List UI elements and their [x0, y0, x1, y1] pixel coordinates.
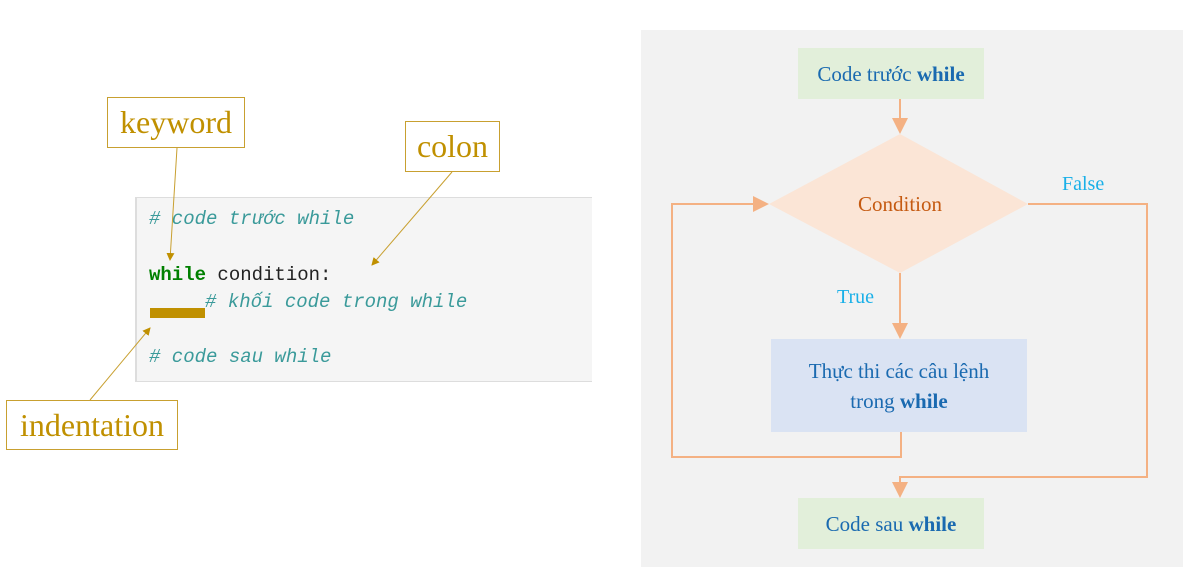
code-block: # code trước while while condition: # kh… — [135, 197, 592, 382]
condition-diamond — [769, 134, 1028, 273]
code-line-comment-after: # code sau while — [149, 346, 332, 368]
code-line-body-comment: # khối code trong while — [205, 291, 468, 313]
condition-label: Condition — [857, 192, 942, 216]
keyword-annotation: keyword — [107, 97, 245, 148]
colon-annotation: colon — [405, 121, 500, 172]
arrow-loop-back — [671, 196, 902, 458]
body-line-1: Thực thi các câu lệnh — [808, 358, 990, 383]
annotation-arrows — [89, 147, 453, 401]
indentation-annotation: indentation — [6, 400, 178, 450]
end-keyword: while — [908, 511, 957, 536]
indentation-marker — [150, 308, 205, 318]
keyword-arrow — [166, 147, 178, 261]
colon-arrow — [371, 171, 453, 266]
code-line-comment-before: # code trước while — [149, 208, 355, 230]
start-box: Code trước while — [798, 48, 984, 99]
arrow-false — [892, 203, 1148, 498]
indentation-arrow — [89, 327, 151, 401]
code-line-while: while condition: — [149, 264, 331, 286]
while-keyword: while — [149, 264, 207, 286]
loop-body-box: Thực thi các câu lệnh trong while — [771, 339, 1027, 432]
body-keyword: while — [899, 388, 948, 413]
while-condition: condition: — [206, 264, 332, 286]
end-box: Code sau while — [798, 498, 984, 549]
body-prefix: trong — [850, 388, 900, 413]
false-label: False — [1062, 173, 1105, 195]
start-keyword: while — [916, 61, 965, 86]
body-line-2: trong while — [809, 386, 989, 416]
start-text: Code trước — [817, 61, 917, 86]
end-text: Code sau — [825, 511, 909, 536]
true-label: True — [837, 286, 875, 308]
